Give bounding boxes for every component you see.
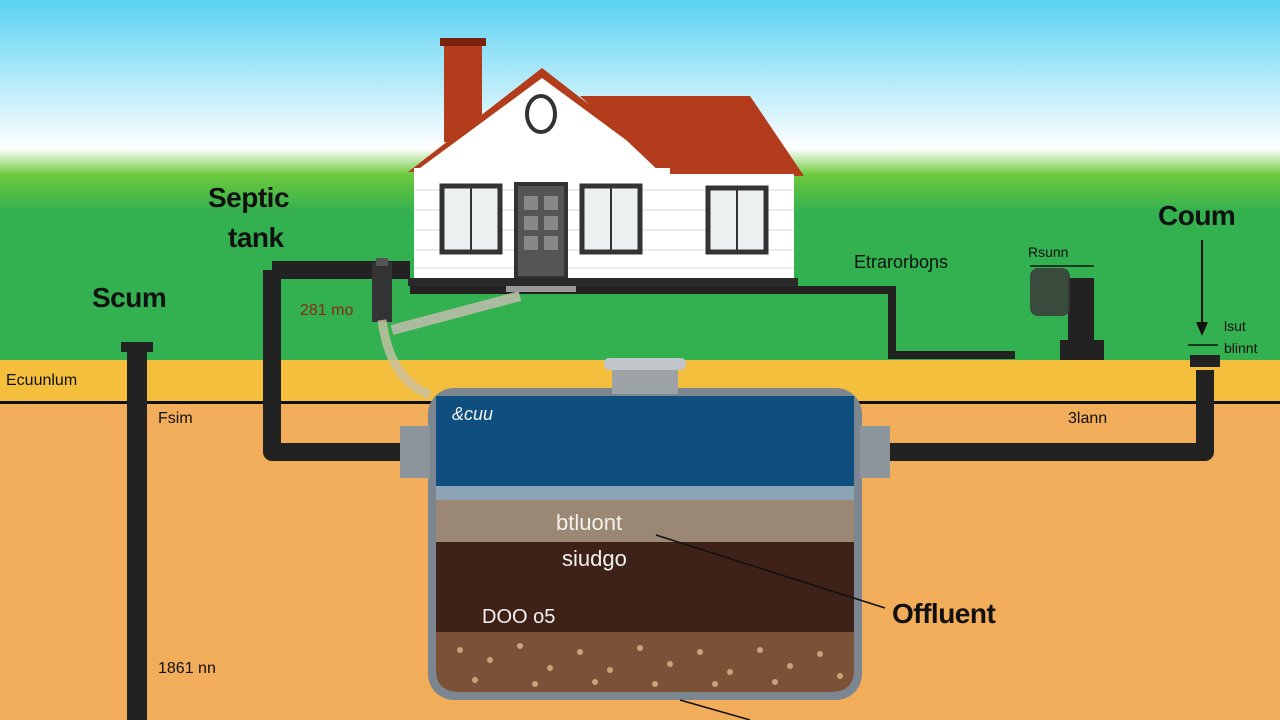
effluent-layer-label: btluont <box>556 510 623 535</box>
inlet-pipe <box>263 270 410 461</box>
bottom-sludge-label: DOO o5 <box>482 606 556 628</box>
outlet-riser-cap <box>1190 355 1220 367</box>
septic-tank-label-line1: Septic <box>208 182 290 213</box>
tank-top-label: &cuu <box>452 404 494 424</box>
tank-sludge-layer <box>436 542 854 632</box>
house-icon <box>408 38 804 292</box>
tank-gravel-layer <box>436 632 854 692</box>
house-drain-line <box>410 286 1015 359</box>
sludge-layer-label: siudgo <box>562 546 627 571</box>
depth-bottom-label: 1861 nn <box>158 660 216 677</box>
outlet-pipe <box>860 370 1214 461</box>
house-vent-cap <box>376 258 388 266</box>
effluent-leader <box>655 534 886 609</box>
grey-drop-pipe <box>377 319 432 400</box>
coum-label: Coum <box>1158 200 1236 231</box>
ground-level-label: Ecuunlum <box>6 372 78 389</box>
effluent-callout-label: Offluent <box>892 598 996 629</box>
outlet-fitting <box>860 426 890 478</box>
inlet-fitting <box>400 426 430 478</box>
grey-slope-pipe <box>390 291 522 335</box>
tank-scum-band <box>436 486 854 500</box>
distribution-label: Etrarorboɲs <box>854 252 949 272</box>
pump-head <box>1030 268 1070 316</box>
gravel-dots <box>457 643 843 687</box>
tank-water <box>436 396 854 496</box>
right-depth-label: 3lann <box>1068 410 1108 427</box>
left-depth-label: Fsim <box>158 410 193 427</box>
scum-vent-cap <box>121 342 153 352</box>
septic-tank-label-line2: tank <box>228 222 284 253</box>
arrow-head <box>1196 322 1208 336</box>
right-small-label-1: lsut <box>1224 318 1246 334</box>
scum-label: Scum <box>92 282 167 313</box>
house-vent <box>372 262 392 322</box>
tank-lid-top <box>604 358 686 370</box>
pump-body <box>1068 278 1094 346</box>
right-small-label-2: blinnt <box>1224 340 1258 356</box>
scum-vent-pipe <box>127 350 147 720</box>
tank-effluent-layer <box>436 500 854 542</box>
rsunn-label: Rsunn <box>1028 244 1069 260</box>
bottom-leader <box>679 699 751 720</box>
pipe-tag-label: 281 mo <box>300 302 354 319</box>
